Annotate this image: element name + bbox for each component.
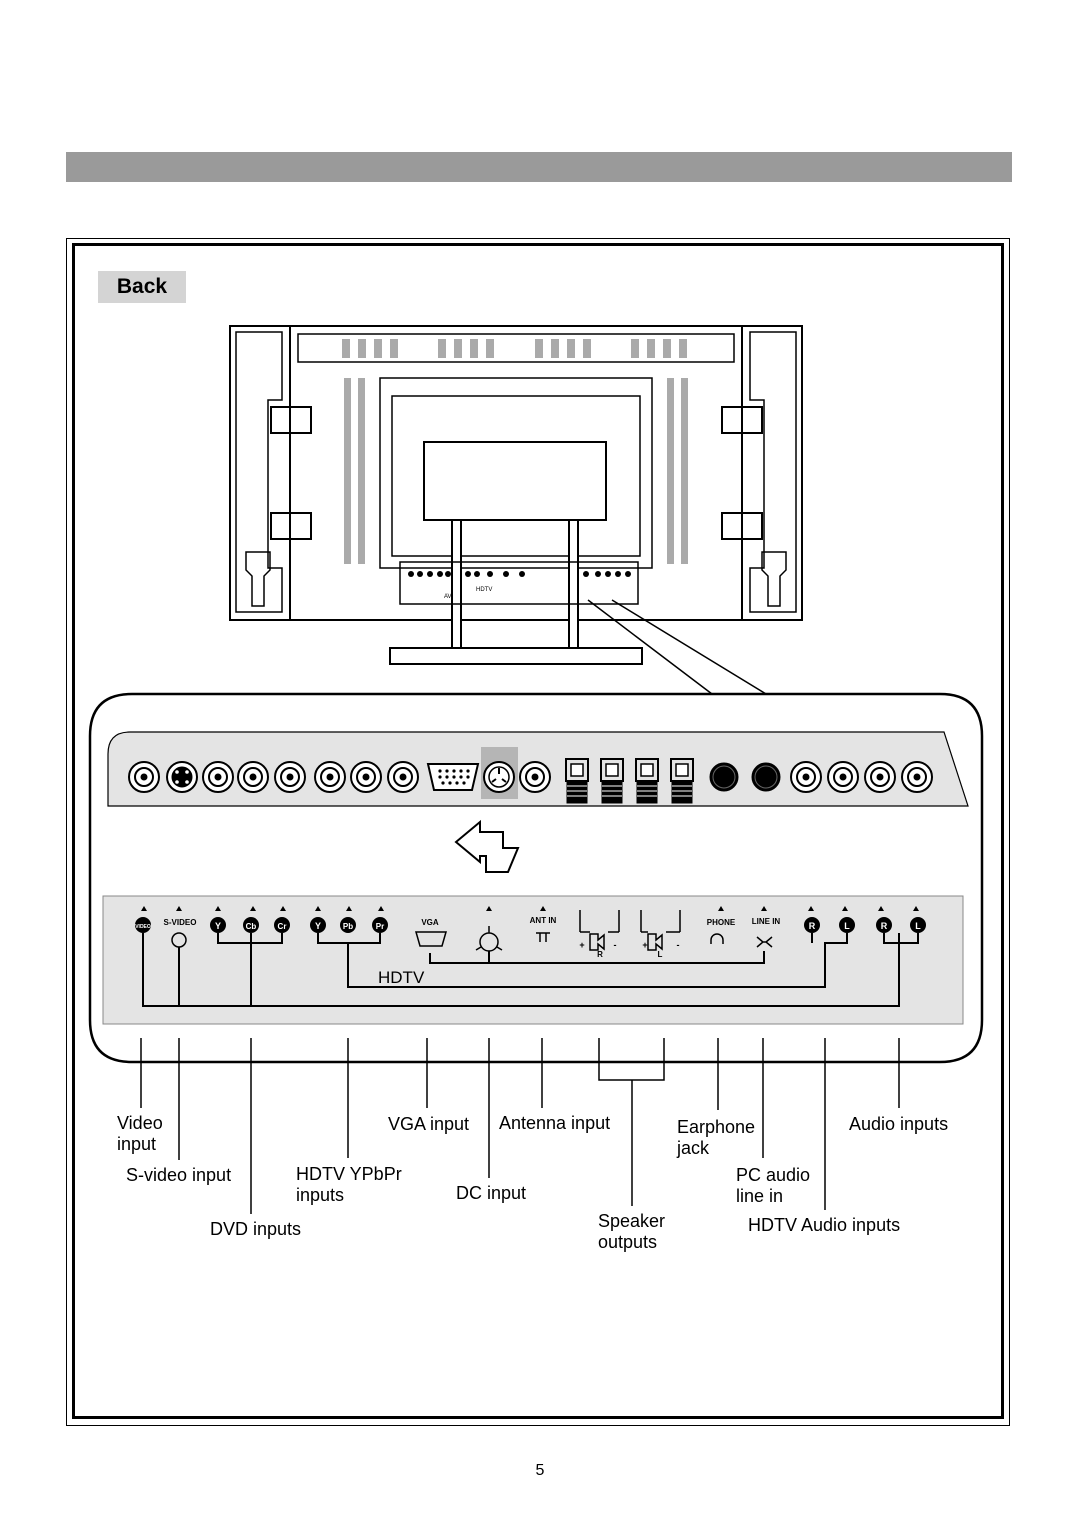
jack-markers: [141, 906, 919, 911]
rca-jacks: [128, 761, 933, 793]
figure-frame-outer: [66, 238, 1010, 1426]
callout-dvd-inputs: DVD inputs: [210, 1219, 302, 1239]
speaker-r-label: R: [597, 950, 603, 959]
badge-dvd-y: Y: [215, 921, 221, 931]
badge-dvd-cr: Cr: [278, 922, 287, 931]
callout-antenna-input: Antenna input: [499, 1113, 611, 1133]
tv-back-illustration: [229, 325, 803, 665]
left-speaker: [229, 325, 291, 621]
terminal-stripes: [567, 785, 692, 797]
tv-vent-slots: [342, 339, 688, 564]
right-speaker: [741, 325, 803, 621]
badge-dvd-cb: Cb: [246, 922, 257, 931]
badge-audio-l2: L: [915, 921, 921, 931]
badge-hdtv-pb: Pb: [343, 922, 353, 931]
speaker-l-label: L: [658, 950, 663, 959]
label-plate: [102, 895, 964, 1025]
callout-dc-input: DC input: [456, 1183, 527, 1203]
line-in-icon: [756, 936, 773, 948]
badge-audio-r2: R: [881, 921, 888, 931]
label-phone: PHONE: [707, 918, 736, 927]
label-s-video: S-VIDEO: [164, 918, 197, 927]
speaker-r-plus: +: [579, 940, 584, 950]
figure-frame-inner: [72, 243, 1004, 1419]
callout-earphone-jack: Earphone jack: [677, 1117, 756, 1158]
dc-icon: [475, 926, 503, 952]
antenna-icon: [536, 932, 550, 942]
callout-s-video-input: S-video input: [126, 1165, 232, 1185]
tv-body: [289, 325, 743, 621]
dc-input-jack: [481, 747, 518, 799]
callout-video-input: Video input: [117, 1113, 163, 1154]
speaker-terminals: [565, 758, 694, 804]
speaker-l-minus: -: [677, 940, 680, 950]
callout-pc-audio-line-in: PC audio line in: [736, 1165, 811, 1206]
grouping-lines: [142, 933, 919, 1007]
leader-lines: [140, 1038, 900, 1214]
view-change-arrow: [454, 819, 520, 873]
tv-hdtv-label: HDTV: [476, 587, 492, 593]
callout-speaker-outputs: Speaker outputs: [598, 1211, 666, 1252]
label-vga: VGA: [421, 918, 439, 927]
zoom-callout-lines: [587, 599, 767, 695]
callout-audio-inputs: Audio inputs: [849, 1114, 949, 1134]
speaker-r-minus: -: [614, 940, 617, 950]
label-line-in: LINE IN: [752, 917, 781, 926]
vga-icon: [415, 931, 447, 947]
callout-vga-input: VGA input: [388, 1114, 470, 1134]
mini-jacks: [709, 762, 781, 792]
badge-audio-l1: L: [844, 921, 850, 931]
vga-port: [426, 763, 480, 791]
section-header-bar: [66, 152, 1012, 182]
callout-hdtv-ypbpr-inputs: HDTV YPbPr inputs: [296, 1164, 402, 1205]
tv-av-label: AV: [444, 594, 452, 600]
page-number: 5: [535, 1462, 545, 1479]
callout-hdtv-audio-inputs: HDTV Audio inputs: [748, 1215, 901, 1235]
badge-hdtv-y: Y: [315, 921, 321, 931]
label-ant-in: ANT IN: [530, 916, 557, 925]
badge-audio-r1: R: [809, 921, 816, 931]
hdtv-bracket-label: HDTV: [378, 968, 425, 987]
speaker-l-icon: [640, 910, 681, 951]
s-video-jack: [166, 761, 198, 793]
badge-hdtv-pr: Pr: [376, 922, 384, 931]
headphone-icon: [710, 933, 724, 944]
speaker-r-icon: [579, 910, 620, 951]
badge-video: VIDEO: [135, 924, 151, 930]
speaker-l-plus: +: [642, 940, 647, 950]
back-title: Back: [98, 271, 186, 303]
tv-terminal-dots: [408, 571, 631, 577]
jack-badges: [135, 917, 926, 933]
